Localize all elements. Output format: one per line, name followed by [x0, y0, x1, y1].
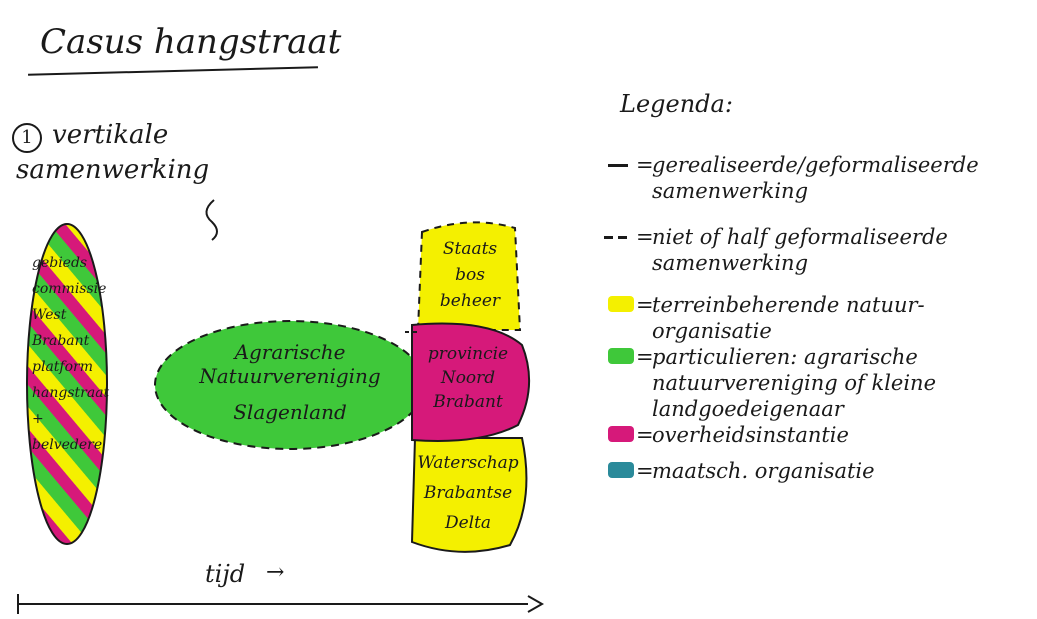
legend-text-1: niet of half geformaliseerde samenwerkin… [652, 225, 948, 275]
magenta-blob-shape [411, 322, 531, 442]
yellow-top-line3: beheer [439, 291, 501, 311]
yellow-bottom-line3: Delta [444, 513, 492, 533]
legend-item-yellow: = terreinbeherende natuur-organisatie [604, 292, 1024, 344]
yellow-top-line1: Staats [442, 239, 498, 259]
section-heading: 1 vertikale samenwerking [12, 118, 209, 187]
yellow-bottom-shape [410, 437, 528, 553]
timeline-label: tijd [205, 560, 246, 588]
section-line1: vertikale [52, 120, 169, 150]
yellow-bottom-line1: Waterschap [417, 453, 519, 473]
magenta-line1: provincie [427, 344, 509, 364]
yellow-swatch-icon: = [604, 292, 654, 318]
timeline-label-arrow: → [266, 560, 285, 585]
yellow-top-shape [416, 221, 522, 331]
green-swatch [608, 348, 634, 364]
magenta-swatch-icon: = [604, 422, 654, 448]
teal-swatch [608, 462, 634, 478]
timeline-arrowhead [527, 595, 545, 613]
magenta-blob-label: provincie Noord Brabant [418, 342, 518, 414]
squiggle-mark [205, 199, 218, 241]
legend-text-3: particulieren: agrarische natuurverenigi… [652, 345, 937, 421]
magenta-line2: Noord [440, 368, 496, 388]
vertical-blob-label: gebieds commissie West Brabant platform … [32, 255, 110, 453]
legend-item-teal: = maatsch. organisatie [604, 458, 1024, 484]
green-blob-label: Agrarische Natuurvereniging Slagenland [170, 340, 410, 424]
legend-title: Legenda: [620, 90, 733, 118]
vertical-blob-shape [26, 223, 108, 545]
legend-text-4: overheidsinstantie [652, 423, 849, 447]
yellow-top-line2: bos [455, 265, 485, 285]
green-line2: Natuurvereniging [199, 364, 381, 388]
yellow-bottom-label: Waterschap Brabantse Delta [412, 448, 524, 538]
legend-text-0: gerealiseerde/geformaliseerde samenwerki… [652, 153, 979, 203]
green-line1: Agrarische [234, 340, 346, 364]
yellow-swatch [608, 296, 634, 312]
solid-line-icon: = [604, 152, 654, 178]
legend-text-2: terreinbeherende natuur-organisatie [652, 293, 925, 343]
teal-swatch-icon: = [604, 458, 654, 484]
legend-item-solid: = gerealiseerde/geformaliseerde samenwer… [604, 152, 1024, 204]
legend-item-dashed: = niet of half geformaliseerde samenwerk… [604, 224, 1024, 276]
legend-text-5: maatsch. organisatie [652, 459, 875, 483]
green-swatch-icon: = [604, 344, 654, 370]
section-line2: samenwerking [16, 155, 210, 185]
legend-item-magenta: = overheidsinstantie [604, 422, 1024, 448]
yellow-bottom-line2: Brabantse [423, 483, 513, 503]
magenta-swatch [608, 426, 634, 442]
dashed-line-icon: = [604, 224, 654, 250]
page-title: Casus hangstraat [40, 22, 342, 62]
yellow-top-label: Staats bos beheer [430, 236, 510, 314]
legend-item-green: = particulieren: agrarische natuurvereni… [604, 344, 1024, 422]
green-line3: Slagenland [233, 400, 347, 424]
section-number: 1 [12, 123, 42, 153]
magenta-line3: Brabant [433, 392, 503, 412]
